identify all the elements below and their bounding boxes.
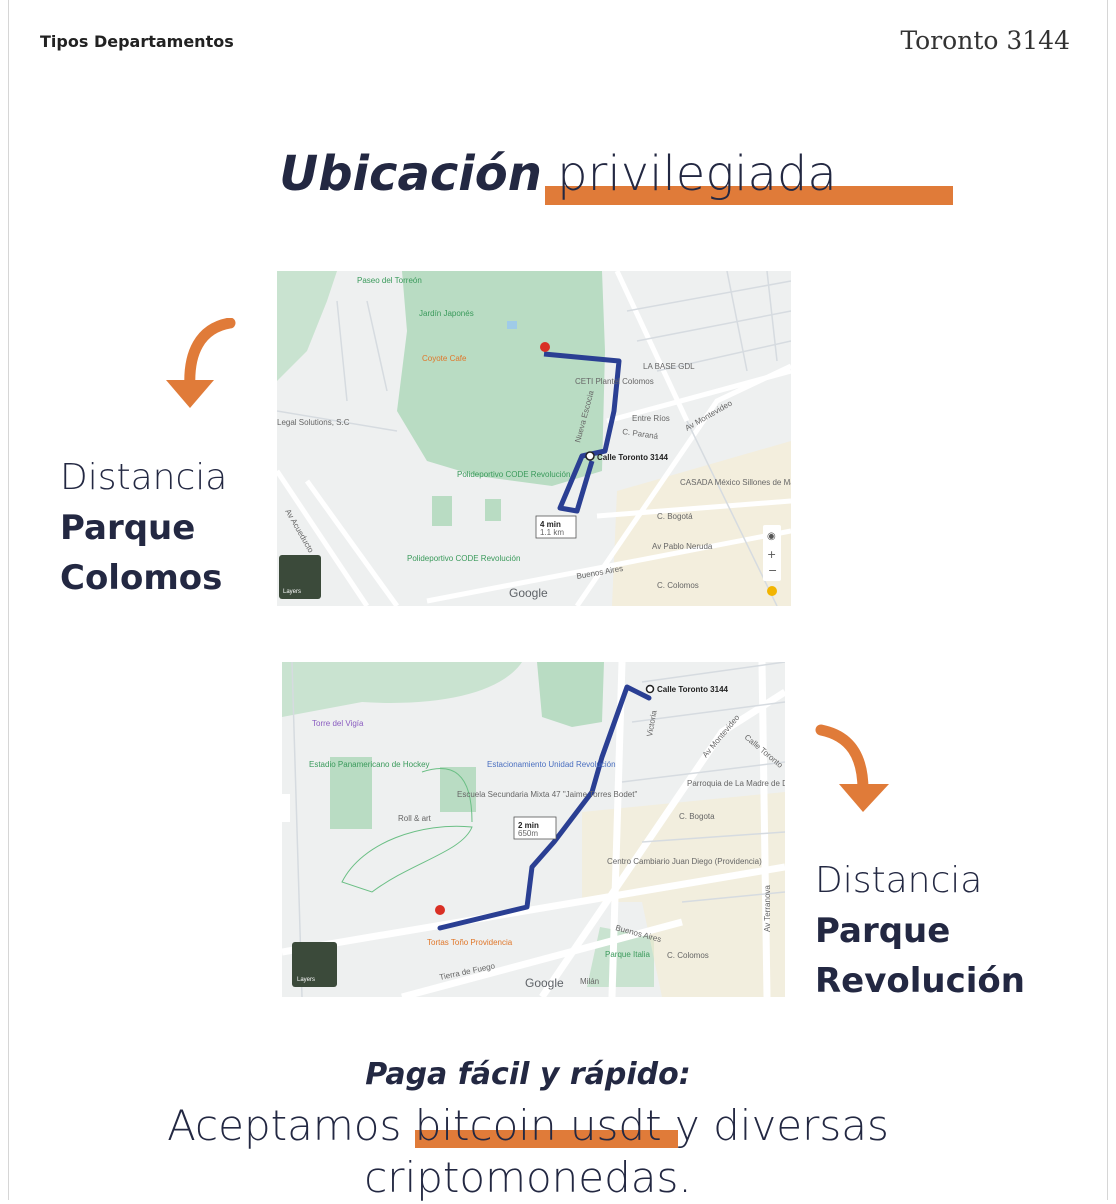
zoom-in-icon: + <box>767 548 776 561</box>
zoom-out-icon: − <box>768 564 777 577</box>
destination-pin-icon <box>435 905 445 915</box>
map-label: Calle Toronto 3144 <box>657 685 729 694</box>
page-title: Ubicación privilegiada <box>0 146 1116 202</box>
map-label: CETI Plantel Colomos <box>575 377 654 386</box>
distance-block-colomos: Distancia Parque Colomos <box>60 453 227 603</box>
map-label: Coyote Cafe <box>422 354 467 363</box>
payment-text-post: y diversas <box>661 1101 889 1150</box>
travel-distance: 1.1 km <box>540 528 564 537</box>
crypto-highlight-bar <box>415 1130 678 1148</box>
map-label: C. Bogotá <box>657 512 693 521</box>
park-name-line2: Revolución <box>815 961 1025 1001</box>
map-parque-colomos[interactable]: Paseo del Torreón Jardín Japonés Coyote … <box>277 271 791 606</box>
map-label: Polideportivo CODE Revolución <box>407 554 520 563</box>
zoom-controls[interactable] <box>763 525 781 581</box>
payment-text: Aceptamos bitcoin usdt y diversas cripto… <box>0 1100 1056 1204</box>
google-logo: Google <box>525 976 564 990</box>
map-label: Estacionamiento Unidad Revolución <box>487 760 616 769</box>
distance-label: Distancia <box>815 860 983 901</box>
destination-pin-icon <box>540 342 550 352</box>
map-label: Calle Toronto 3144 <box>597 453 669 462</box>
map-label: C. Bogota <box>679 812 715 821</box>
title-light: privilegiada <box>557 146 837 202</box>
map-label: Centro Cambiario Juan Diego (Providencia… <box>607 857 762 866</box>
layers-button[interactable] <box>292 942 337 987</box>
park-name-line1: Parque <box>60 508 196 548</box>
map-label: C. Colomos <box>657 581 699 590</box>
payment-heading: Paga fácil y rápido: <box>365 1057 691 1092</box>
origin-marker-icon <box>645 684 655 694</box>
locate-icon: ◉ <box>767 531 776 542</box>
map-label: Legal Solutions, S.C <box>277 418 350 427</box>
map-label: Av Pablo Neruda <box>652 542 713 551</box>
page-edge-left <box>8 0 9 1200</box>
map-label: LA BASE GDL <box>643 362 695 371</box>
map-label: Tortas Toño Providencia <box>427 938 513 947</box>
distance-block-revolucion: Distancia Parque Revolución <box>815 856 1025 1006</box>
map-label: CASADA México Sillones de Masajes <box>680 478 791 487</box>
collapse-panel-button[interactable] <box>282 794 290 822</box>
payment-highlight: bitcoin usdt <box>414 1101 662 1150</box>
travel-time: 4 min <box>540 520 561 529</box>
map-label: Polideportivo CODE Revolución <box>457 470 570 479</box>
map-label: C. Colomos <box>667 951 709 960</box>
curved-arrow-down-left-icon <box>166 318 236 408</box>
title-bold: Ubicación <box>279 146 542 202</box>
property-name: Toronto 3144 <box>900 26 1070 55</box>
map-label: Jardín Japonés <box>419 309 474 318</box>
map-label: Paseo del Torreón <box>357 276 422 285</box>
google-logo: Google <box>509 586 548 600</box>
map-label: Parque Italia <box>605 950 650 959</box>
map-label: Av Terranova <box>763 885 772 932</box>
payment-text-pre: Aceptamos <box>167 1101 415 1150</box>
map-label: Entre Ríos <box>632 414 670 423</box>
map-label: Roll & art <box>398 814 432 823</box>
payment-text-line2: criptomonedas. <box>364 1153 692 1202</box>
map-label: Escuela Secundaria Mixta 47 "Jaime Torre… <box>457 790 637 799</box>
page-edge-right <box>1107 0 1108 1200</box>
curved-arrow-down-right-icon <box>815 724 889 812</box>
map-parque-revolucion[interactable]: Calle Toronto 3144 Torre del Vigía Estad… <box>282 662 785 997</box>
layers-button[interactable] <box>279 555 321 599</box>
map-label: Layers <box>283 589 301 595</box>
map-label: Layers <box>297 977 315 983</box>
park-name-line2: Colomos <box>60 558 223 598</box>
section-title: Tipos Departamentos <box>40 32 234 51</box>
park-name-line1: Parque <box>815 911 951 951</box>
travel-distance: 650m <box>518 829 538 838</box>
travel-time: 2 min <box>518 821 539 830</box>
map-label: Torre del Vigía <box>312 719 364 728</box>
pegman-icon <box>767 586 777 596</box>
title-highlight-bar <box>545 186 953 205</box>
map-label: Milán <box>580 977 599 986</box>
map-label: Estadio Panamericano de Hockey <box>309 760 430 769</box>
map-label: Parroquia de La Madre de Dios <box>687 779 785 788</box>
origin-marker-icon <box>585 451 595 461</box>
distance-label: Distancia <box>60 457 228 498</box>
